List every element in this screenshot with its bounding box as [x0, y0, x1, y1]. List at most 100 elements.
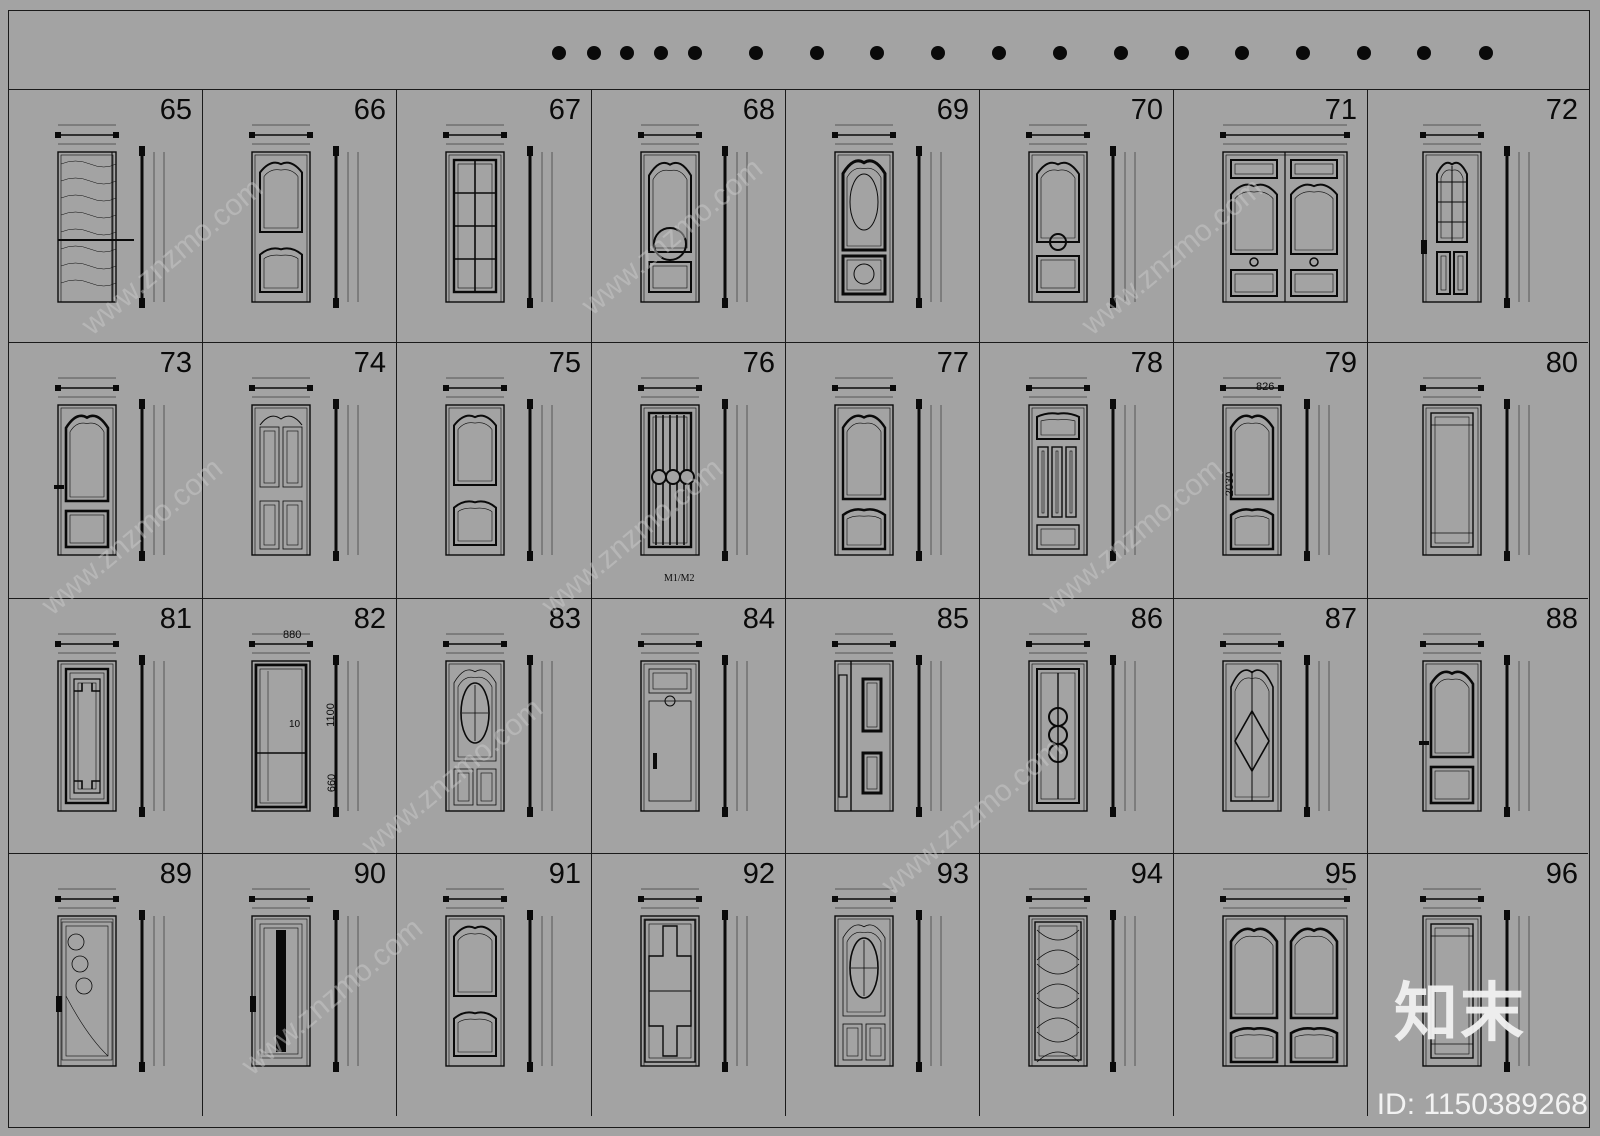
- door-drawing: [638, 377, 748, 561]
- side-profile: [916, 399, 942, 561]
- dimension-bar: [1420, 633, 1484, 654]
- door-drawing: [1420, 377, 1530, 561]
- side-profile: [333, 146, 359, 308]
- door-elevation: [834, 151, 894, 303]
- door-elevation: [1028, 404, 1088, 556]
- door-drawing: [832, 633, 942, 817]
- door-elevation: [54, 404, 117, 556]
- door-cell: 88: [1368, 599, 1588, 854]
- door-drawing: [55, 124, 165, 308]
- door-cell: 94: [980, 854, 1174, 1116]
- door-elevation: [250, 915, 311, 1067]
- door-number: 94: [1130, 858, 1163, 890]
- door-drawing: [443, 888, 553, 1072]
- top-height-label: 1100: [324, 703, 337, 727]
- door-drawing: [1419, 633, 1530, 817]
- door-number: 82: [353, 603, 386, 635]
- door-number: 72: [1545, 94, 1578, 126]
- header-dot: [1479, 46, 1493, 60]
- side-profile: [1504, 655, 1530, 817]
- door-drawing: [1420, 888, 1530, 1072]
- door-number: 67: [548, 94, 581, 126]
- door-number: 73: [159, 347, 192, 379]
- door-elevation: [251, 660, 311, 812]
- door-number: 66: [353, 94, 386, 126]
- door-cell: 65: [9, 90, 203, 343]
- door-drawing: [1026, 633, 1136, 817]
- side-profile: [333, 655, 359, 817]
- door-drawing: [638, 888, 748, 1072]
- door-cell: 68: [592, 90, 786, 343]
- side-profile: [139, 655, 165, 817]
- header-dot: [870, 46, 884, 60]
- door-elevation: [1419, 660, 1482, 812]
- door-drawing: [249, 377, 359, 561]
- door-cell: 95: [1174, 854, 1368, 1116]
- watermark-id: ID: 1150389268: [1376, 1088, 1588, 1121]
- door-cell: 89: [9, 854, 203, 1116]
- header-dot: [1114, 46, 1128, 60]
- door-drawing: [443, 377, 553, 561]
- door-cell: 67: [397, 90, 592, 343]
- side-profile: [1504, 399, 1530, 561]
- dimension-bar: [249, 888, 313, 909]
- dimension-bar: [249, 633, 313, 654]
- door-drawing: [1026, 124, 1136, 308]
- door-cell: 73: [9, 343, 203, 599]
- side-profile: [916, 146, 942, 308]
- door-number: 70: [1130, 94, 1163, 126]
- dimension-bar: [832, 633, 896, 654]
- door-elevation: [640, 404, 700, 556]
- door-drawing: [1026, 888, 1136, 1072]
- door-cell: 80: [1368, 343, 1588, 599]
- side-profile: [139, 399, 165, 561]
- dimension-bar: [1220, 633, 1284, 654]
- door-number: 81: [159, 603, 192, 635]
- door-elevation: [445, 151, 505, 303]
- dimension-bar: [55, 633, 119, 654]
- door-cell: 91: [397, 854, 592, 1116]
- door-elevation: [1222, 915, 1348, 1067]
- header-strip: [9, 11, 1589, 90]
- door-cell: 70: [980, 90, 1174, 343]
- side-profile: [527, 910, 553, 1072]
- door-drawing: [832, 124, 942, 308]
- door-drawing: [1420, 124, 1530, 308]
- side-profile: [722, 399, 748, 561]
- door-cell: 84: [592, 599, 786, 854]
- door-drawing: [1220, 124, 1350, 303]
- door-elevation: [640, 151, 700, 303]
- door-number: 83: [548, 603, 581, 635]
- door-cell: 92: [592, 854, 786, 1116]
- door-elevation: [834, 915, 894, 1067]
- dimension-bar: [1420, 888, 1484, 909]
- door-elevation: [251, 404, 311, 556]
- side-profile: [139, 910, 165, 1072]
- door-number: 69: [936, 94, 969, 126]
- side-profile: [1110, 146, 1136, 308]
- height-label: 2030: [1224, 471, 1237, 497]
- door-code-label: M1/M2: [664, 573, 695, 584]
- door-cell: 69: [786, 90, 980, 343]
- door-elevation: [1222, 660, 1282, 812]
- dimension-bar: [55, 888, 119, 909]
- door-elevation: [445, 660, 505, 812]
- dimension-bar: [1026, 124, 1090, 145]
- door-elevation: [1028, 660, 1088, 812]
- door-cell: 85: [786, 599, 980, 854]
- door-cell: 74: [203, 343, 397, 599]
- door-drawing: [443, 633, 553, 817]
- door-elevation: [1421, 151, 1482, 303]
- center-label: 10: [289, 719, 301, 730]
- side-profile: [1110, 655, 1136, 817]
- door-cell: 75: [397, 343, 592, 599]
- door-number: 76: [742, 347, 775, 379]
- side-profile: [916, 910, 942, 1072]
- door-drawing: [1220, 888, 1350, 1067]
- side-profile: [527, 399, 553, 561]
- dimension-bar: [55, 124, 119, 145]
- dimension-bar: [1420, 377, 1484, 398]
- side-profile: [722, 910, 748, 1072]
